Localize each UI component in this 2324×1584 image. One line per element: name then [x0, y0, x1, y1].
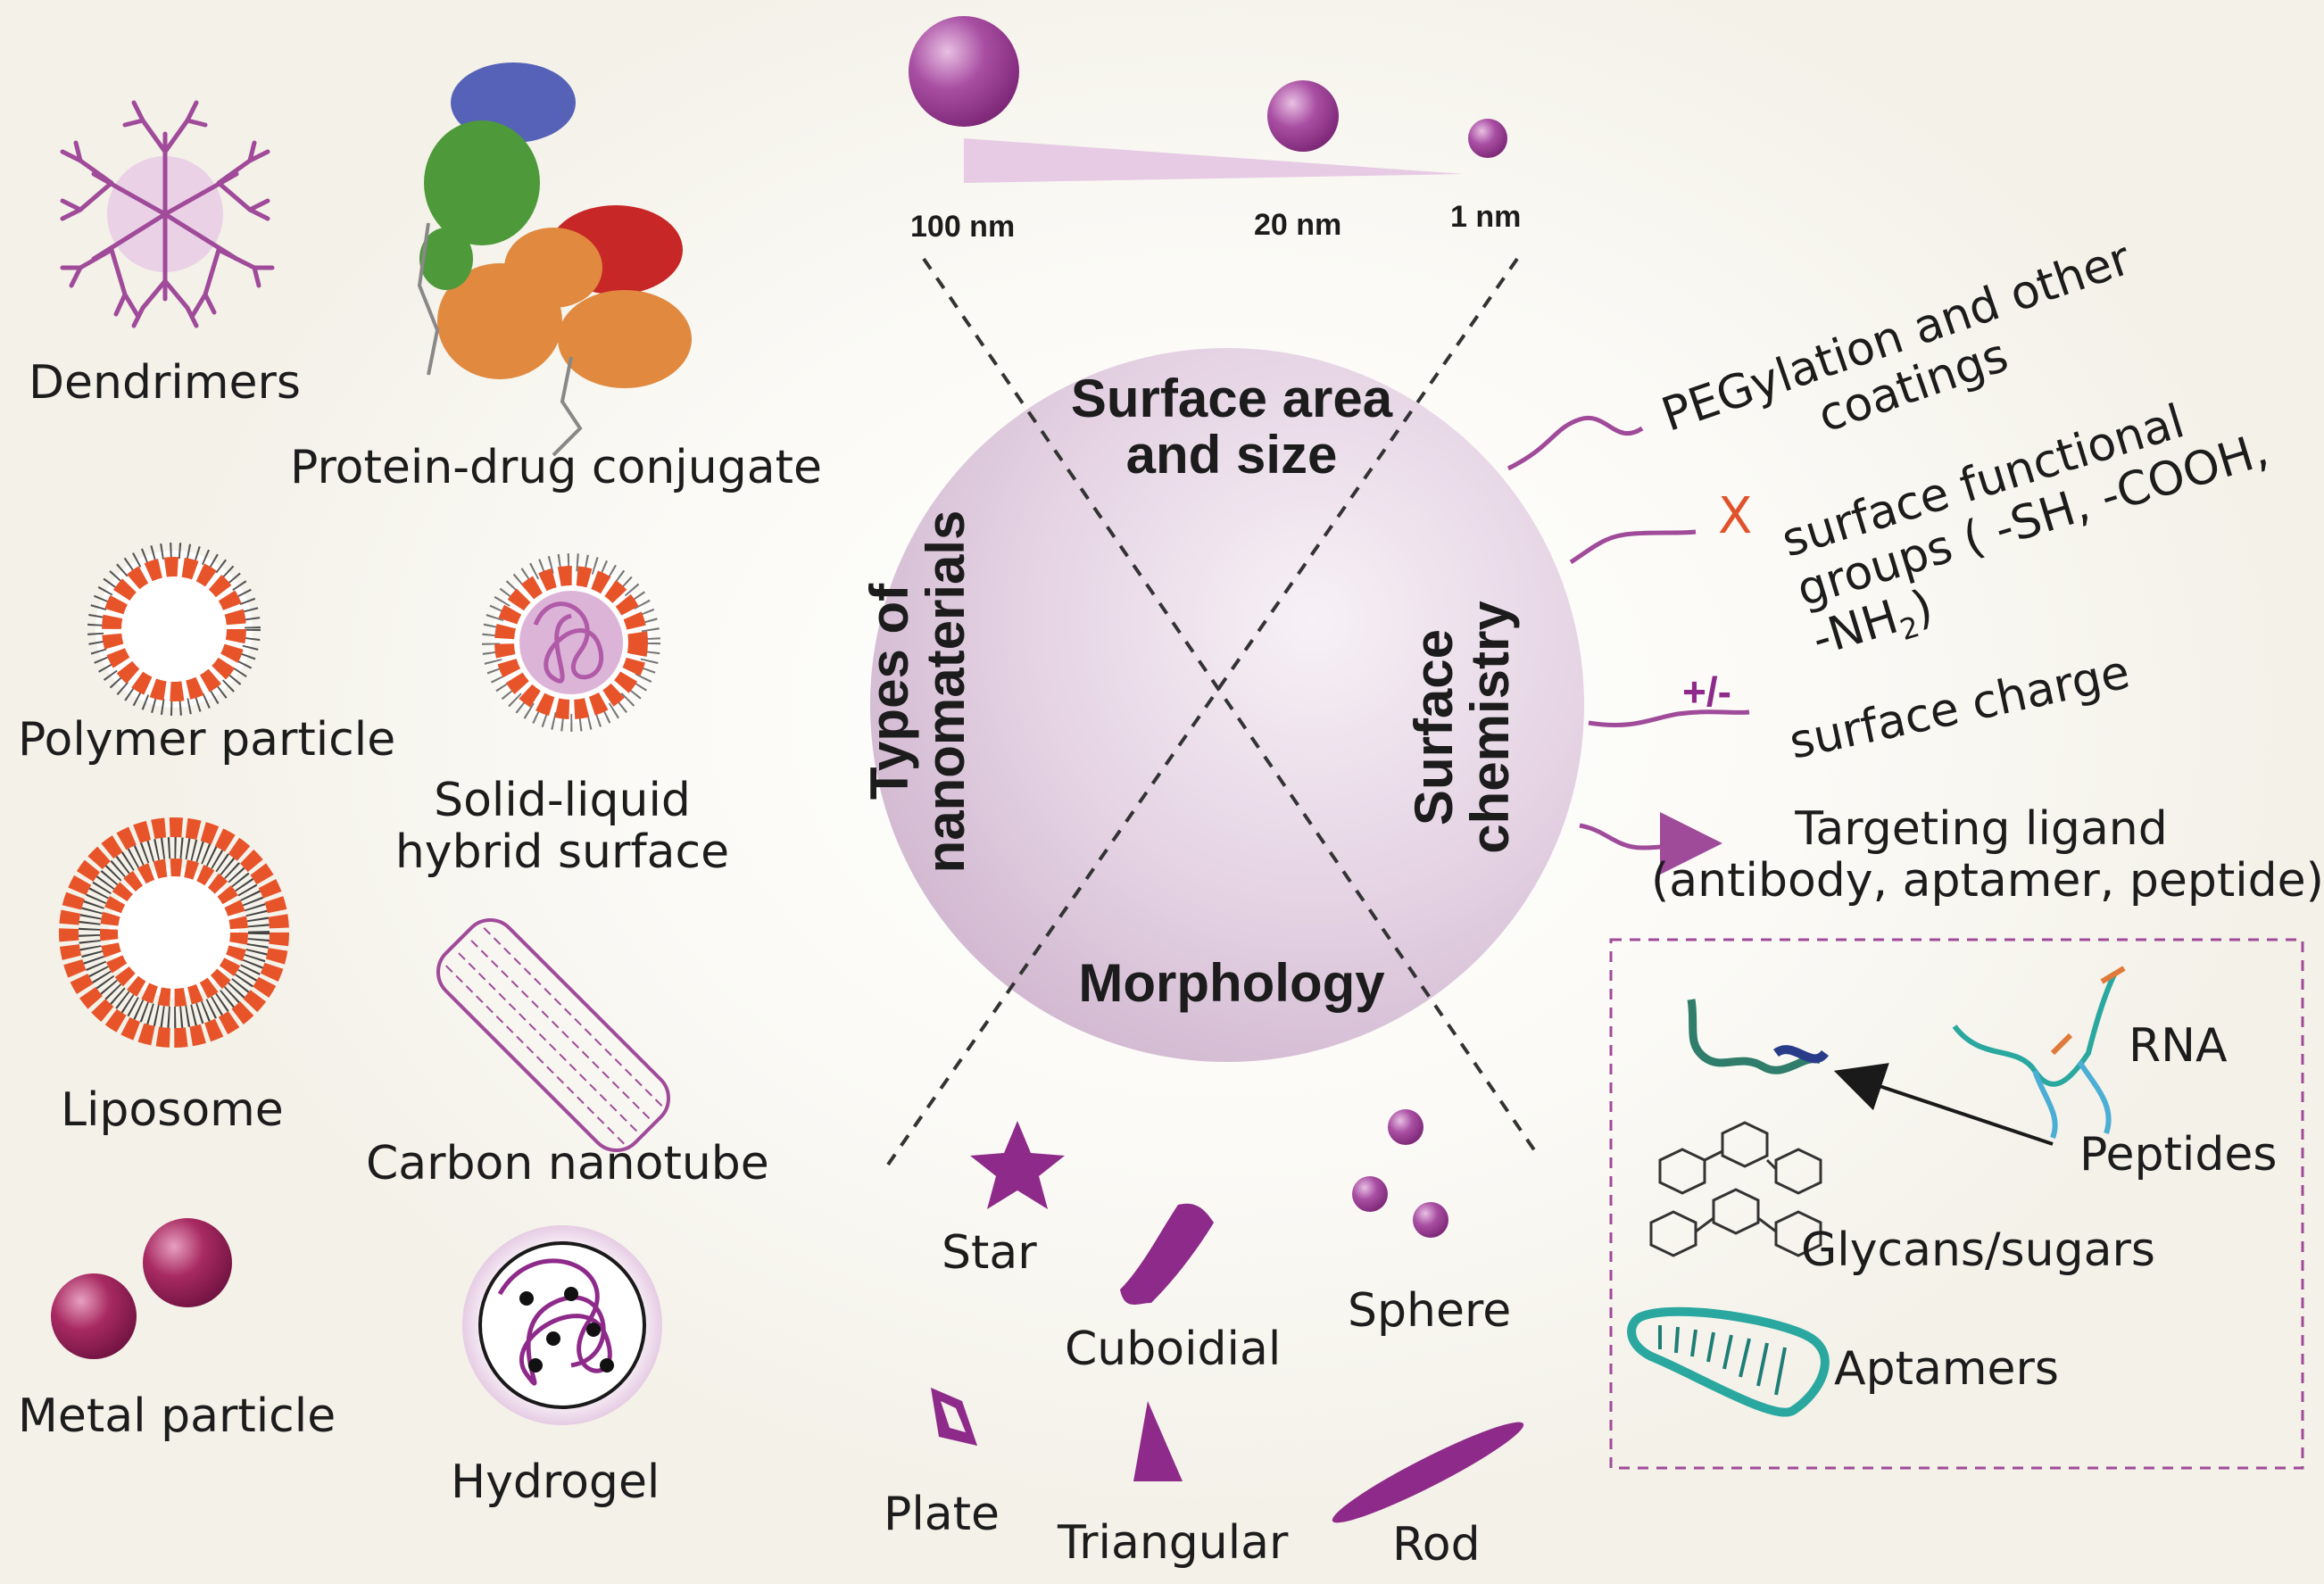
- sphere-shape-3: [1413, 1202, 1448, 1238]
- sphere-shape-1: [1388, 1109, 1423, 1145]
- label-hydrogel: Hydrogel: [451, 1455, 660, 1509]
- label-rod: Rod: [1392, 1518, 1481, 1572]
- size-label-20nm: 20 nm: [1254, 208, 1342, 242]
- quadrant-types: Types of nanomaterials: [859, 510, 975, 874]
- targeting-arrow: [1579, 812, 1722, 875]
- sphere-100nm: [909, 16, 1019, 127]
- label-sphere: Sphere: [1348, 1284, 1512, 1338]
- quadrant-surface-area: Surface area and size: [1070, 369, 1393, 485]
- functional-group-connector: [1569, 529, 1697, 565]
- label-cuboidial: Cuboidial: [1065, 1323, 1282, 1376]
- label-solid-liquid: Solid-liquid hybrid surface: [394, 774, 730, 880]
- label-peptides: Peptides: [2079, 1128, 2278, 1182]
- label-protein-drug: Protein-drug conjugate: [290, 441, 822, 494]
- liposome-graphic: [59, 817, 289, 1048]
- ligand-box: [1609, 938, 2304, 1470]
- aptamer-graphic: [1627, 1306, 1830, 1417]
- sphere-20nm: [1267, 80, 1339, 152]
- label-plate: Plate: [884, 1488, 1000, 1541]
- dendrimer-graphic: [60, 100, 275, 328]
- charge-symbol: +/-: [1682, 668, 1731, 715]
- sphere-shape-2: [1352, 1176, 1388, 1212]
- pegylation-connector: [1506, 415, 1644, 471]
- x-mark: X: [1718, 487, 1753, 545]
- peptide-arrow: [1833, 1063, 2054, 1146]
- star-shape: [970, 1121, 1065, 1209]
- label-polymer: Polymer particle: [18, 713, 396, 767]
- label-metal: Metal particle: [18, 1389, 336, 1443]
- central-sphere: [870, 348, 1584, 1062]
- metal-particle-small: [51, 1273, 137, 1359]
- label-liposome: Liposome: [61, 1083, 284, 1137]
- carbon-nanotube-graphic: [436, 918, 670, 1152]
- plate-shape: [931, 1388, 977, 1446]
- peptide-graphic: [1687, 999, 1829, 1074]
- hydrogel-graphic: [462, 1225, 662, 1425]
- label-star: Star: [942, 1226, 1037, 1280]
- cuboidial-shape: [1120, 1203, 1214, 1305]
- label-aptamers: Aptamers: [1834, 1342, 2059, 1396]
- protein-drug-graphic: [417, 62, 692, 457]
- label-triangular: Triangular: [1058, 1516, 1289, 1570]
- label-targeting-ligand: Targeting ligand (antibody, aptamer, pep…: [1651, 802, 2324, 908]
- divider-line-1: [922, 257, 1537, 1153]
- quadrant-chemistry: Surface chemistry: [1404, 601, 1520, 854]
- label-dendrimers: Dendrimers: [29, 356, 301, 410]
- sphere-1nm: [1468, 119, 1507, 158]
- triangular-shape: [1133, 1401, 1183, 1481]
- solid-liquid-graphic: [482, 553, 660, 732]
- size-label-1nm: 1 nm: [1450, 200, 1522, 234]
- size-scale: [909, 16, 1507, 183]
- polymer-particle-graphic: [87, 543, 261, 716]
- surface-charge-connector: [1588, 709, 1750, 727]
- size-label-100nm: 100 nm: [910, 210, 1016, 244]
- rod-shape: [1332, 1422, 1524, 1523]
- label-glycans: Glycans/sugars: [1801, 1223, 2155, 1277]
- glycan-graphic: [1649, 1121, 1822, 1257]
- quadrant-morphology: Morphology: [1078, 953, 1385, 1013]
- size-wedge: [964, 138, 1464, 183]
- metal-particle-large: [143, 1218, 232, 1307]
- label-rna: RNA: [2129, 1019, 2228, 1073]
- rna-graphic: [1952, 966, 2126, 1140]
- label-carbon-nanotube: Carbon nanotube: [366, 1137, 769, 1190]
